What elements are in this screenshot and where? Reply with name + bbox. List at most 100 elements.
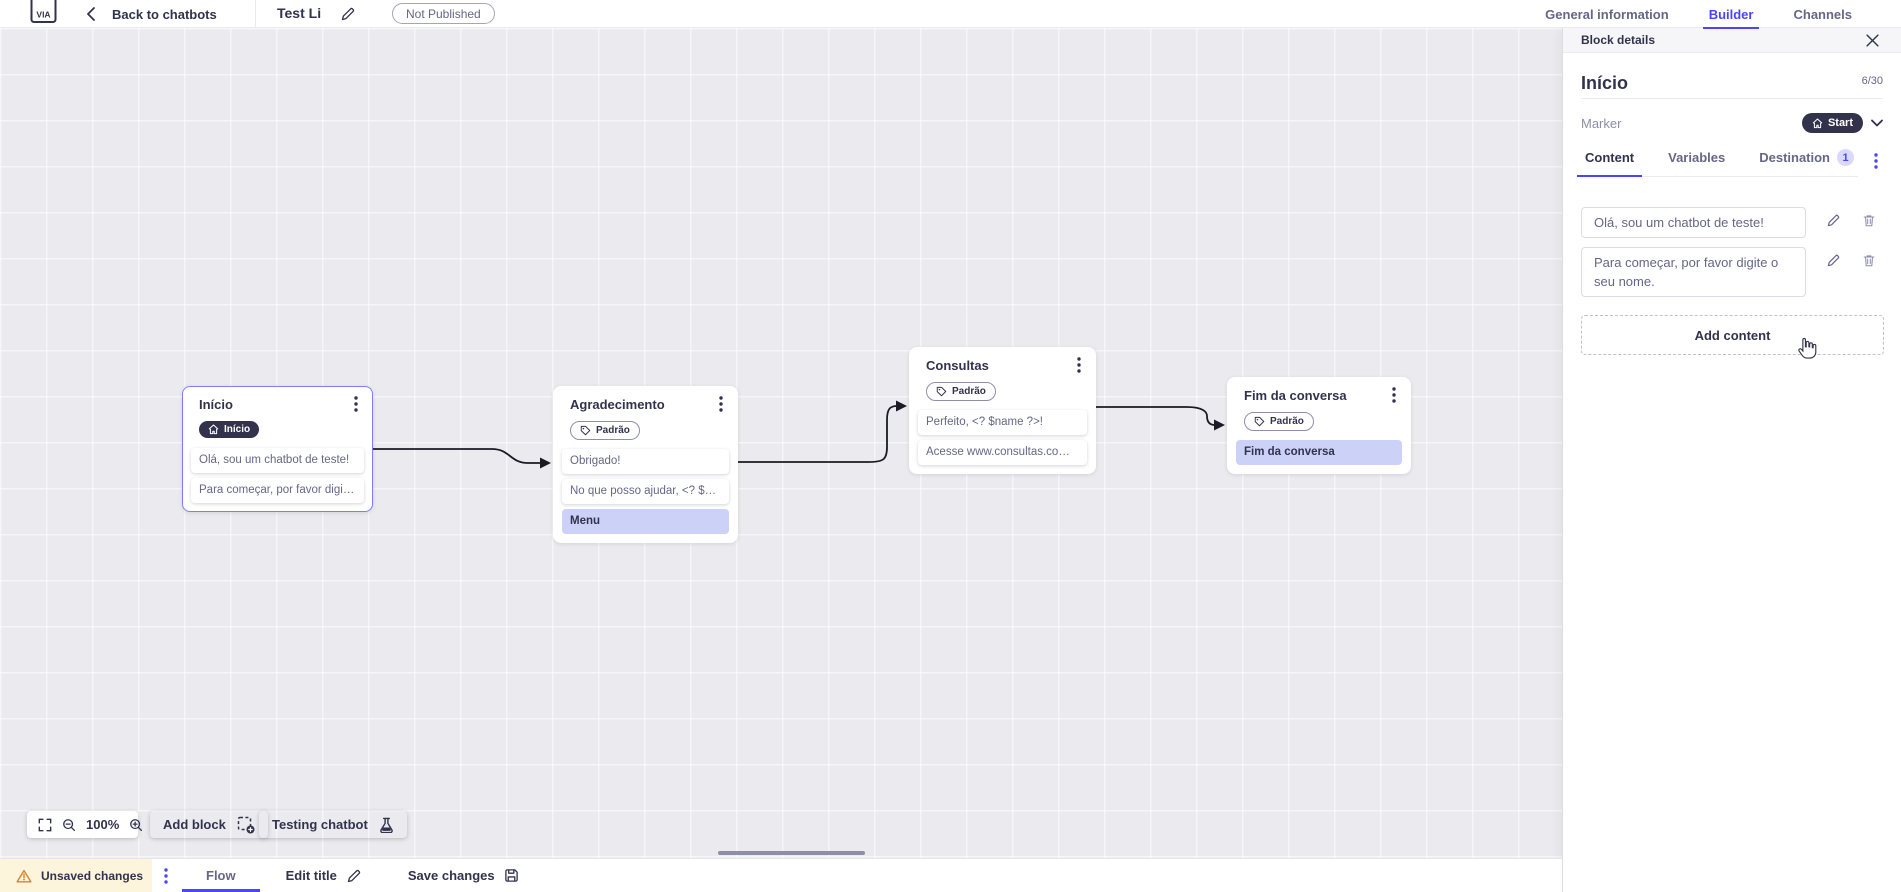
- zoom-out-icon: [63, 818, 76, 831]
- marker-start-pill: Start: [1801, 113, 1863, 133]
- connector-consultas-fim: [1095, 406, 1216, 426]
- testing-chatbot-button[interactable]: Testing chatbot: [259, 811, 407, 838]
- chatbot-title: Test Li: [277, 5, 322, 21]
- marker-select[interactable]: Start: [1801, 113, 1883, 133]
- tab-destination[interactable]: Destination 1: [1755, 149, 1858, 176]
- unsaved-changes-banner: Unsaved changes: [0, 859, 152, 892]
- rename-chatbot-pencil-icon[interactable]: [340, 6, 356, 27]
- back-to-chatbots-button[interactable]: Back to chatbots: [86, 0, 217, 28]
- block-marker-badge-default: Padrão: [1244, 412, 1314, 431]
- tab-flow[interactable]: Flow: [182, 859, 260, 892]
- block-menu-kebab-icon[interactable]: [350, 396, 362, 412]
- block-menu-kebab-icon[interactable]: [715, 396, 727, 412]
- builder-nav-tabs: General information Builder Channels: [1539, 0, 1858, 29]
- tab-general-information[interactable]: General information: [1545, 6, 1669, 22]
- flow-canvas[interactable]: Início Início Olá, sou um chatbot de tes…: [0, 28, 1562, 858]
- block-content-item[interactable]: Para começar, por favor digite o ...: [191, 478, 364, 503]
- block-name-counter: 6/30: [1861, 75, 1883, 87]
- panel-options-kebab-icon[interactable]: [1870, 153, 1882, 169]
- zoom-out-button[interactable]: [62, 818, 76, 832]
- block-content-item-fim[interactable]: Fim da conversa: [1236, 440, 1402, 465]
- back-label: Back to chatbots: [112, 6, 217, 22]
- content-item-text[interactable]: Para começar, por favor digite o seu nom…: [1581, 247, 1806, 297]
- save-icon: [504, 869, 518, 882]
- header-divider: [255, 0, 256, 28]
- block-title: Agradecimento: [570, 396, 665, 412]
- block-content-item[interactable]: Perfeito, <? $name ?>!: [918, 410, 1087, 435]
- block-menu-kebab-icon[interactable]: [1388, 387, 1400, 403]
- destination-count-badge: 1: [1837, 149, 1855, 166]
- edit-content-pencil-icon[interactable]: [1826, 253, 1841, 268]
- testing-chatbot-label: Testing chatbot: [272, 817, 368, 832]
- flow-block-inicio[interactable]: Início Início Olá, sou um chatbot de tes…: [182, 386, 373, 512]
- block-marker-badge-default: Padrão: [926, 382, 996, 401]
- warning-icon: [16, 869, 32, 882]
- block-details-panel: Block details Início 6/30 Marker Start: [1562, 28, 1901, 892]
- add-block-icon: [237, 816, 255, 833]
- svg-text:VIA: VIA: [36, 10, 50, 20]
- status-badge: Not Published: [392, 3, 495, 24]
- tab-builder[interactable]: Builder: [1702, 0, 1760, 29]
- delete-content-trash-icon[interactable]: [1862, 213, 1876, 228]
- add-block-button[interactable]: Add block: [150, 811, 268, 838]
- block-content-item[interactable]: Acesse www.consultas.com par...: [918, 440, 1087, 465]
- tab-content[interactable]: Content: [1576, 149, 1643, 177]
- zoom-in-icon: [130, 818, 143, 831]
- flask-icon: [380, 817, 393, 833]
- content-row: Olá, sou um chatbot de teste!: [1581, 207, 1883, 238]
- block-name-value: Início: [1581, 73, 1629, 93]
- edit-pencil-icon: [347, 869, 360, 882]
- edit-title-label: Edit title: [285, 868, 337, 883]
- back-chevron-icon: [87, 7, 95, 21]
- canvas-horizontal-scrollbar[interactable]: [718, 851, 865, 855]
- add-content-button[interactable]: Add content: [1581, 315, 1884, 355]
- home-icon: [208, 424, 219, 435]
- tag-icon: [1254, 416, 1265, 427]
- connector-agradecimento-consultas: [737, 405, 898, 463]
- block-title: Fim da conversa: [1244, 387, 1347, 403]
- block-content-item-menu[interactable]: Menu: [562, 509, 729, 534]
- zoom-level: 100%: [86, 817, 120, 832]
- footer-options-kebab-icon[interactable]: [160, 867, 172, 884]
- flow-block-agradecimento[interactable]: Agradecimento Padrão Obrigado! No que po…: [553, 386, 738, 543]
- content-list: Olá, sou um chatbot de teste! Para começ…: [1581, 207, 1883, 297]
- connector-inicio-agradecimento: [373, 448, 540, 464]
- block-title: Consultas: [926, 357, 989, 373]
- content-item-text[interactable]: Olá, sou um chatbot de teste!: [1581, 207, 1806, 238]
- chevron-down-icon: [1871, 119, 1883, 127]
- home-icon: [1812, 118, 1823, 128]
- content-row: Para começar, por favor digite o seu nom…: [1581, 247, 1883, 297]
- close-icon[interactable]: [1866, 33, 1879, 47]
- app-logo-icon: VIA: [30, 0, 57, 23]
- block-marker-badge-start: Início: [199, 421, 260, 438]
- block-marker-badge-default: Padrão: [570, 421, 640, 440]
- tab-channels[interactable]: Channels: [1793, 6, 1852, 22]
- edit-content-pencil-icon[interactable]: [1826, 213, 1841, 228]
- fullscreen-icon: [38, 818, 52, 831]
- panel-title: Block details: [1581, 33, 1656, 47]
- block-title: Início: [199, 396, 233, 412]
- top-bar: VIA Back to chatbots Test Li Not Publish…: [0, 0, 1901, 29]
- tag-icon: [580, 425, 591, 436]
- save-changes-label: Save changes: [407, 868, 495, 883]
- block-content-item[interactable]: Olá, sou um chatbot de teste!: [191, 448, 364, 473]
- bottom-bar: Unsaved changes Flow Edit title Save cha…: [0, 858, 1562, 892]
- unsaved-changes-label: Unsaved changes: [41, 868, 144, 883]
- block-menu-kebab-icon[interactable]: [1073, 357, 1085, 373]
- add-block-label: Add block: [163, 817, 226, 832]
- flow-block-consultas[interactable]: Consultas Padrão Perfeito, <? $name ?>! …: [909, 347, 1096, 474]
- tag-icon: [936, 386, 947, 397]
- tab-variables[interactable]: Variables: [1668, 150, 1726, 165]
- delete-content-trash-icon[interactable]: [1862, 253, 1876, 268]
- block-content-item[interactable]: Obrigado!: [562, 449, 729, 474]
- save-changes-button[interactable]: Save changes: [408, 859, 519, 892]
- edit-title-button[interactable]: Edit title: [286, 859, 362, 892]
- block-name-field[interactable]: Início 6/30: [1581, 73, 1883, 99]
- zoom-in-button[interactable]: [129, 818, 143, 832]
- block-details-header: Block details: [1563, 28, 1901, 53]
- block-content-item[interactable]: No que posso ajudar, <? $name ...: [562, 479, 729, 504]
- app-logo[interactable]: VIA: [30, 0, 57, 26]
- fullscreen-button[interactable]: [38, 818, 52, 832]
- flow-block-fim-da-conversa[interactable]: Fim da conversa Padrão Fim da conversa: [1227, 377, 1411, 474]
